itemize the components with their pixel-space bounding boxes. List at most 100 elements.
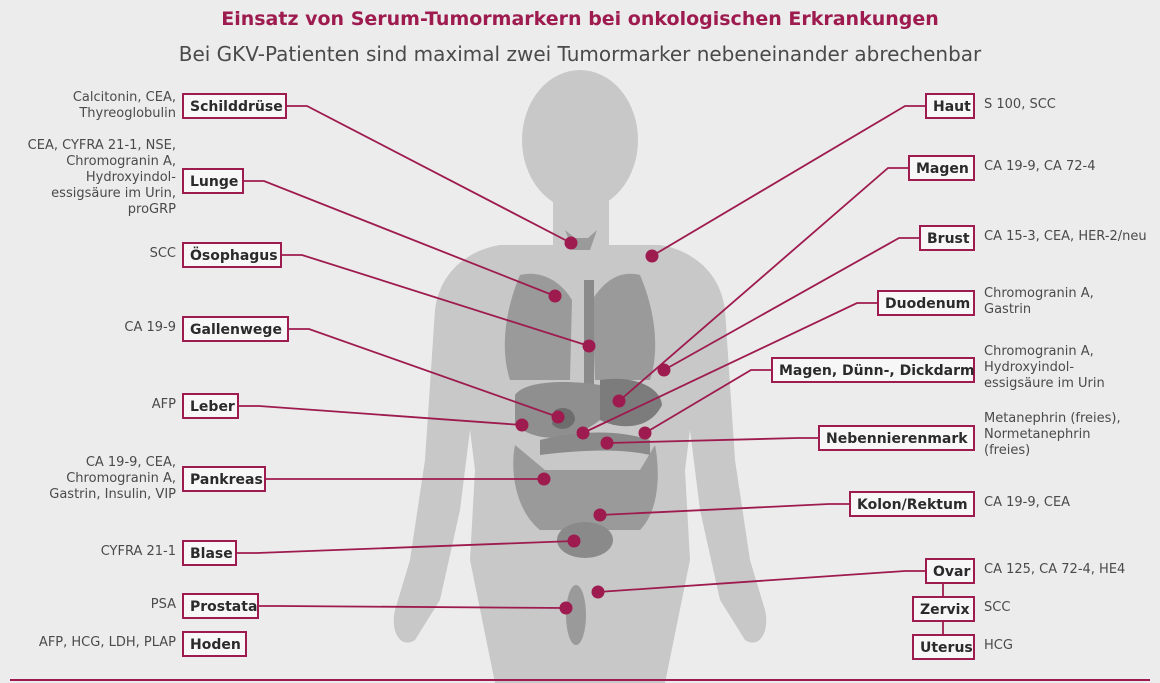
dot-ovar (591, 585, 605, 599)
connector-kolon-rektum (599, 503, 849, 516)
dot-magen (612, 394, 626, 408)
pancreas (540, 432, 650, 455)
dot-leber (515, 418, 529, 432)
connector-ovar (597, 570, 925, 593)
connector-oesophagus (282, 254, 590, 347)
dot-blase (567, 534, 581, 548)
marker-line: AFP (151, 397, 176, 412)
marker-line: CA 19-9, CEA (984, 495, 1071, 510)
organ-label-hoden: Hoden (182, 631, 247, 657)
marker-line: Gastrin (984, 302, 1032, 317)
marker-line: Chromogranin A, (66, 471, 176, 486)
organ-label-brust: Brust (919, 225, 975, 251)
marker-line: Chromogranin A, (984, 344, 1094, 359)
organ-label-magen-duenn-dickdarm: Magen, Dünn-, Dickdarm (771, 357, 975, 383)
connector-duodenum (582, 302, 877, 434)
organ-label-duodenum: Duodenum (877, 290, 975, 316)
marker-line: essigsäure im Urin, (51, 186, 176, 201)
marker-line: HCG (984, 638, 1013, 653)
diagram-subtitle: Bei GKV-Patienten sind maximal zwei Tumo… (178, 42, 982, 66)
marker-line: Calcitonin, CEA, (72, 90, 176, 105)
connector-leber (239, 405, 523, 426)
marker-line: Chromogranin A, (66, 154, 176, 169)
marker-list-magen: CA 19-9, CA 72-4 (984, 159, 1095, 175)
marker-line: PSA (150, 597, 176, 612)
marker-line: SCC (984, 600, 1011, 615)
organ-label-haut: Haut (925, 93, 975, 119)
marker-line: CA 19-9, CA 72-4 (984, 159, 1096, 174)
organ-label-gallenwege: Gallenwege (182, 316, 289, 342)
marker-list-haut: S 100, SCC (984, 97, 1056, 113)
marker-list-gallenwege: CA 19-9 (124, 320, 176, 336)
diagram-title: Einsatz von Serum-Tumormarkern bei onkol… (221, 8, 939, 30)
marker-list-pankreas: CA 19-9, CEA,Chromogranin A,Gastrin, Ins… (49, 455, 176, 503)
marker-line: CA 125, CA 72-4, HE4 (984, 562, 1126, 577)
marker-line: CA 15-3, CEA, HER-2/neu (984, 229, 1147, 244)
dot-lunge (548, 289, 562, 303)
marker-list-uterus: HCG (984, 638, 1013, 654)
marker-line: Chromogranin A, (984, 286, 1094, 301)
marker-line: essigsäure im Urin (984, 376, 1105, 391)
bottom-rule (10, 679, 1150, 681)
marker-list-ovar: CA 125, CA 72-4, HE4 (984, 562, 1125, 578)
bladder (557, 522, 613, 558)
connector-haut (651, 105, 925, 257)
marker-list-brust: CA 15-3, CEA, HER-2/neu (984, 229, 1147, 245)
marker-line: CA 19-9 (124, 320, 176, 335)
organ-label-blase: Blase (182, 540, 237, 566)
marker-line: Hydroxyindol- (984, 360, 1075, 375)
dot-gallenwege (551, 410, 565, 424)
marker-line: SCC (149, 246, 176, 261)
marker-list-zervix: SCC (984, 600, 1010, 616)
dot-nebennierenmark (600, 436, 614, 450)
connector-nebennierenmark (606, 437, 818, 444)
marker-line: Normetanephrin (984, 427, 1091, 442)
dot-kolon-rektum (593, 508, 607, 522)
connector-magen (618, 167, 908, 402)
marker-list-nebennierenmark: Metanephrin (freies),Normetanephrin(frei… (984, 411, 1121, 459)
stomach (600, 378, 662, 427)
organ-dots (515, 236, 671, 615)
marker-line: proGRP (127, 202, 176, 217)
marker-list-schilddruese: Calcitonin, CEA,Thyreoglobulin (73, 90, 176, 122)
connector-magen-duenn-dickdarm (644, 369, 771, 434)
organ-label-prostata: Prostata (182, 593, 259, 619)
organ-label-leber: Leber (182, 393, 239, 419)
marker-line: Thyreoglobulin (79, 106, 176, 121)
marker-list-kolon-rektum: CA 19-9, CEA (984, 495, 1070, 511)
marker-list-prostata: PSA (151, 597, 176, 613)
dot-oesophagus (582, 339, 596, 353)
marker-list-lunge: CEA, CYFRA 21-1, NSE,Chromogranin A,Hydr… (28, 138, 176, 218)
penis (566, 585, 586, 645)
marker-line: CYFRA 21-1 (100, 544, 176, 559)
marker-list-magen-duenn-dickdarm: Chromogranin A,Hydroxyindol-essigsäure i… (984, 344, 1105, 392)
organ-label-magen: Magen (908, 155, 975, 181)
lung-left (592, 273, 656, 380)
esophagus (584, 280, 594, 390)
organ-label-zervix: Zervix (912, 596, 975, 622)
organ-label-kolon-rektum: Kolon/Rektum (849, 491, 975, 517)
marker-line: CEA, CYFRA 21-1, NSE, (27, 138, 176, 153)
organ-label-schilddruese: Schilddrüse (182, 93, 287, 119)
dot-prostata (559, 601, 573, 615)
dot-schilddruese (564, 236, 578, 250)
marker-list-leber: AFP (152, 397, 176, 413)
dot-magen-duenn-dickdarm (638, 426, 652, 440)
marker-list-duodenum: Chromogranin A,Gastrin (984, 286, 1094, 318)
organ-label-ovar: Ovar (925, 558, 975, 584)
organ-label-oesophagus: Ösophagus (182, 242, 282, 268)
organ-label-pankreas: Pankreas (182, 466, 266, 492)
connector-brust (663, 237, 919, 371)
head (522, 70, 638, 210)
dot-haut (645, 249, 659, 263)
marker-line: Gastrin, Insulin, VIP (49, 487, 176, 502)
organ-label-uterus: Uterus (912, 634, 975, 660)
connector-prostata (259, 605, 567, 609)
marker-list-oesophagus: SCC (150, 246, 176, 262)
connector-lines (237, 105, 944, 634)
marker-line: Metanephrin (freies), (984, 411, 1121, 426)
marker-line: CA 19-9, CEA, (85, 455, 176, 470)
organ-label-lunge: Lunge (182, 168, 244, 194)
marker-line: AFP, HCG, LDH, PLAP (38, 635, 176, 650)
